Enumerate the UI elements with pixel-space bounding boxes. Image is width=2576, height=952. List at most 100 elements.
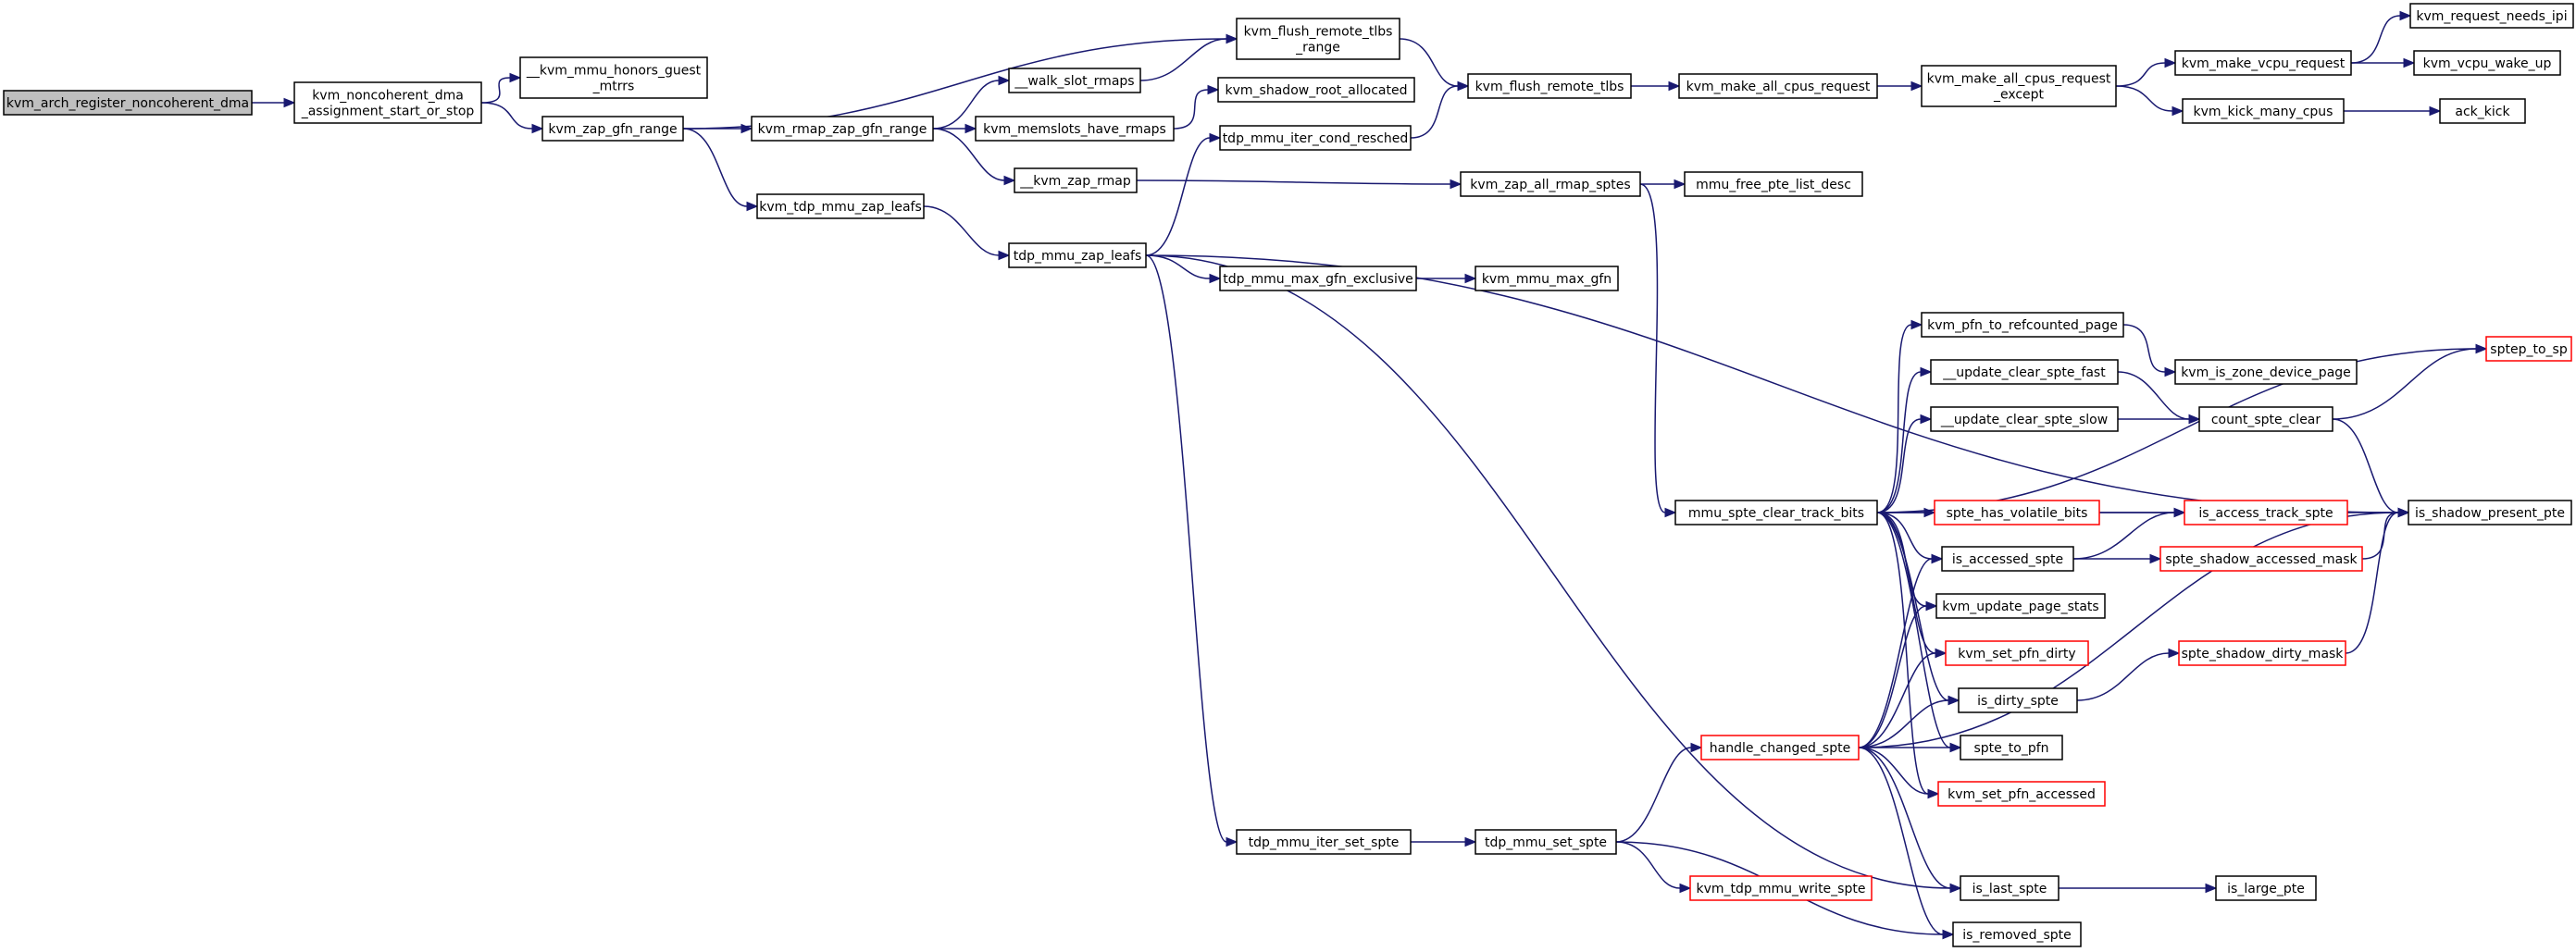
node-label: is_access_track_spte [2198,506,2333,521]
node-spte-to-pfn[interactable]: spte_to_pfn [1960,735,2063,760]
edge-is_dirty_spte-to-shadow_dirty_mask [2076,648,2181,701]
edge-zap_all_rmap_sptes-to-clear_track_bits [1639,183,1677,518]
node-walk-slot-rmaps[interactable]: __walk_slot_rmaps [1008,68,1141,93]
node-iter-set-spte[interactable]: tdp_mmu_iter_set_spte [1236,829,1412,855]
edge-arrowhead [1910,80,1923,92]
node-shadow-accessed-mask[interactable]: spte_shadow_accessed_mask [2159,546,2363,572]
edge-zap_gfn_range-to-rmap_zap_gfn_range [683,123,753,134]
node-is-shadow-present-pte[interactable]: is_shadow_present_pte [2408,500,2572,525]
node-label: kvm_zap_gfn_range [548,122,677,137]
node-label: spte_to_pfn [1973,741,2048,756]
node-mmu-max-gfn[interactable]: kvm_mmu_max_gfn [1475,266,1619,291]
node-iter-cond-resched[interactable]: tdp_mmu_iter_cond_resched [1219,125,1412,151]
node-is-removed-spte[interactable]: is_removed_spte [1952,921,2082,947]
edge-arrowhead [998,250,1011,261]
edge-line [480,102,533,130]
node-tdp-mmu-zap-leafs-kvm[interactable]: kvm_tdp_mmu_zap_leafs [756,193,925,219]
node-shadow-dirty-mask[interactable]: spte_shadow_dirty_mask [2178,640,2346,666]
node-is-last-spte[interactable]: is_last_spte [1960,875,2060,901]
node-label: kvm_kick_many_cpus [2194,105,2333,119]
node-is-accessed-spte[interactable]: is_accessed_spte [1941,546,2074,572]
node-set-pfn-accessed[interactable]: kvm_set_pfn_accessed [1937,781,2106,807]
node-count-spte-clear[interactable]: count_spte_clear [2198,406,2333,432]
node-handle-changed-spte[interactable]: handle_changed_spte [1700,735,1860,760]
node-box [1014,167,1138,193]
node-update-clear-spte-slow[interactable]: __update_clear_spte_slow [1930,406,2119,432]
edge-arrowhead [2149,553,2162,564]
node-sptep-to-sp[interactable]: sptep_to_sp [2485,336,2572,362]
node-flush-tlbs[interactable]: kvm_flush_remote_tlbs [1467,73,1632,99]
edge-arrowhead [2205,883,2218,894]
edge-arrowhead [1920,414,1933,425]
edge-line [932,80,1000,130]
node-tdp-mmu-write-spte[interactable]: kvm_tdp_mmu_write_spte [1689,875,1873,901]
edge-arrowhead [1668,80,1681,92]
node-request-needs-ipi[interactable]: kvm_request_needs_ipi [2409,3,2574,29]
node-label: kvm_make_vcpu_request [2182,56,2346,71]
node-make-all-cpus-request[interactable]: kvm_make_all_cpus_request [1678,73,1878,99]
node-box [1960,735,2063,760]
node-kvm-zap-rmap[interactable]: __kvm_zap_rmap [1014,167,1138,193]
node-memslots-have-rmaps[interactable]: kvm_memslots_have_rmaps [975,116,1175,142]
edge-arrowhead [2188,414,2201,425]
node-box [1475,266,1619,291]
node-free-pte-list-desc[interactable]: mmu_free_pte_list_desc [1684,171,1863,197]
node-make-all-cpus-request-except[interactable]: kvm_make_all_cpus_request_except [1921,65,2117,107]
node-label: kvm_update_page_stats [1942,600,2098,614]
node-clear-track-bits[interactable]: mmu_spte_clear_track_bits [1674,500,1878,525]
edge-line [1136,179,1451,185]
edge-tdp_mmu_zap_leafs_kvm-to-tdp_mmu_zap_leafs [923,205,1011,261]
node-tdp-mmu-zap-leafs[interactable]: tdp_mmu_zap_leafs [1008,242,1147,268]
node-is-dirty-spte[interactable]: is_dirty_spte [1958,687,2078,713]
node-box [1678,73,1878,99]
node-box [1684,171,1863,197]
node-label: kvm_rmap_zap_gfn_range [758,122,927,137]
edge-line [1858,512,2399,748]
edge-make_all_cpus_request_except-to-kick_many_cpus [2115,85,2184,117]
edge-line [480,77,511,104]
node-set-pfn-dirty[interactable]: kvm_set_pfn_dirty [1945,640,2089,666]
edge-arrowhead [1920,366,1933,377]
node-box [2413,50,2561,76]
edge-line [1858,747,1929,795]
edge-line [1876,324,1912,513]
node-has-volatile-bits[interactable]: spte_has_volatile_bits [1934,500,2100,525]
edge-line [1876,418,1922,513]
node-is-access-track-spte[interactable]: is_access_track_spte [2184,500,2348,525]
node-shadow-root-allocated[interactable]: kvm_shadow_root_allocated [1217,77,1415,103]
node-box [1460,171,1641,197]
node-rmap-zap-gfn-range[interactable]: kvm_rmap_zap_gfn_range [751,116,934,142]
node-make-vcpu-request[interactable]: kvm_make_vcpu_request [2174,50,2352,76]
edge-line [1858,652,1936,748]
edge-arrowhead [531,123,544,134]
node-vcpu-wake-up[interactable]: kvm_vcpu_wake_up [2413,50,2561,76]
node-label: spte_has_volatile_bits [1947,506,2088,521]
node-box [1219,266,1417,291]
edge-count_spte_clear-to-sptep_to_sp [2332,343,2488,420]
node-pfn-to-refcounted-page[interactable]: kvm_pfn_to_refcounted_page [1921,312,2124,338]
node-start-or-stop[interactable]: kvm_noncoherent_dma_assignment_start_or_… [293,81,482,124]
node-max-gfn-exclusive[interactable]: tdp_mmu_max_gfn_exclusive [1219,266,1417,291]
edges-layer [252,10,2488,940]
node-zap-all-rmap-sptes[interactable]: kvm_zap_all_rmap_sptes [1460,171,1641,197]
node-update-page-stats[interactable]: kvm_update_page_stats [1935,593,2106,619]
node-label: spte_shadow_accessed_mask [2165,552,2358,567]
node-label: ack_kick [2455,105,2510,119]
node-honors-guest-mtrrs[interactable]: __kvm_mmu_honors_guest_mtrrs [519,56,708,99]
node-is-large-pte[interactable]: is_large_pte [2215,875,2317,901]
node-ack-kick[interactable]: ack_kick [2439,98,2526,124]
node-zap-gfn-range[interactable]: kvm_zap_gfn_range [541,116,684,142]
node-box [1475,829,1617,855]
node-flush-tlbs-range[interactable]: kvm_flush_remote_tlbs_range [1236,18,1400,60]
node-is-zone-device-page[interactable]: kvm_is_zone_device_page [2174,359,2358,385]
node-box [1960,875,2060,901]
node-box [1952,921,2082,947]
edge-line [932,128,1005,181]
node-label: _except [1993,88,2045,103]
node-label: spte_shadow_dirty_mask [2182,647,2345,661]
node-kick-many-cpus[interactable]: kvm_kick_many_cpus [2182,98,2345,124]
edge-iter_set_spte-to-tdp_mmu_set_spte [1410,836,1477,847]
node-update-clear-spte-fast[interactable]: __update_clear_spte_fast [1930,359,2119,385]
node-tdp-mmu-set-spte[interactable]: tdp_mmu_set_spte [1475,829,1617,855]
edge-kvm_zap_rmap-to-zap_all_rmap_sptes [1136,179,1462,190]
